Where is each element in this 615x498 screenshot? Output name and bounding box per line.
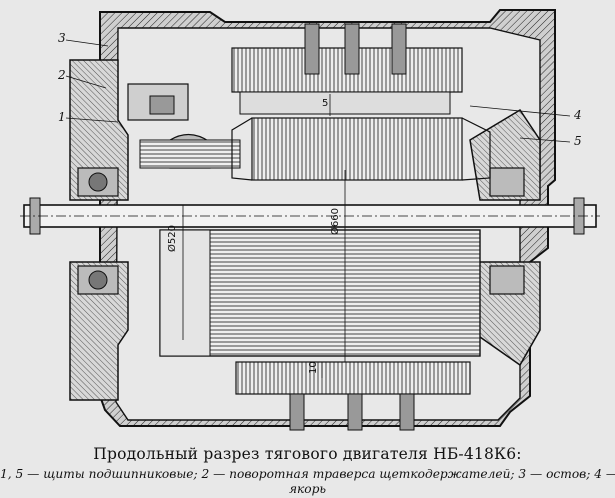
legend-line-1: 1, 5 — щиты подшипниковые; 2 — поворотна… (0, 467, 615, 481)
armature-upper (231, 117, 491, 181)
callout-leaders (65, 39, 571, 143)
callout-1: 1 (58, 110, 66, 124)
commutator-and-brush-gear (127, 83, 241, 169)
figure-legend: 1, 5 — щиты подшипниковые; 2 — поворотна… (0, 467, 615, 497)
right-bearing-shield (469, 108, 541, 367)
armature-shaft (20, 197, 600, 235)
left-bearing-shield (69, 59, 129, 401)
callout-2: 2 (57, 68, 66, 82)
upper-main-pole (231, 23, 463, 115)
motor-cross-section-drawing: Ø520 Ø660 5 10 3 2 1 4 5 (20, 9, 600, 431)
dimension-lines (182, 94, 346, 378)
dimension-label-d660: Ø660 (329, 208, 341, 235)
dimension-label-gap-bottom: 10 (308, 361, 319, 374)
dimension-label-gap-top: 5 (322, 98, 328, 109)
lower-main-pole (235, 361, 471, 431)
dimension-label-d520: Ø520 (166, 225, 178, 252)
legend-line-2: якорь (288, 482, 327, 496)
armature-lower (159, 229, 481, 357)
callout-4: 4 (573, 108, 582, 122)
callout-3: 3 (58, 31, 66, 45)
callout-5: 5 (574, 134, 582, 148)
figure-title: Продольный разрез тягового двигателя НБ-… (93, 445, 522, 463)
